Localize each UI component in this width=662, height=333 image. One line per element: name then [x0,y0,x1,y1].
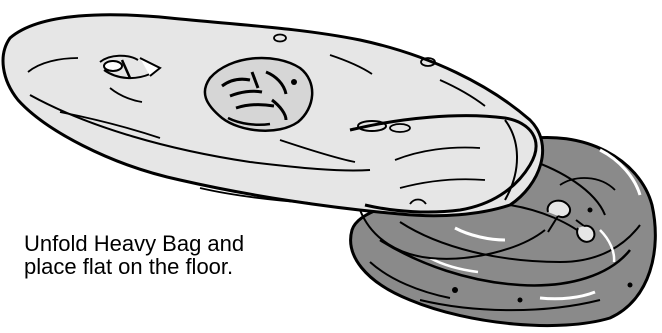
instruction-line-2: place flat on the floor. [24,255,344,278]
instruction-line-1: Unfold Heavy Bag and [24,232,344,255]
instruction-caption: Unfold Heavy Bag and place flat on the f… [24,232,344,278]
